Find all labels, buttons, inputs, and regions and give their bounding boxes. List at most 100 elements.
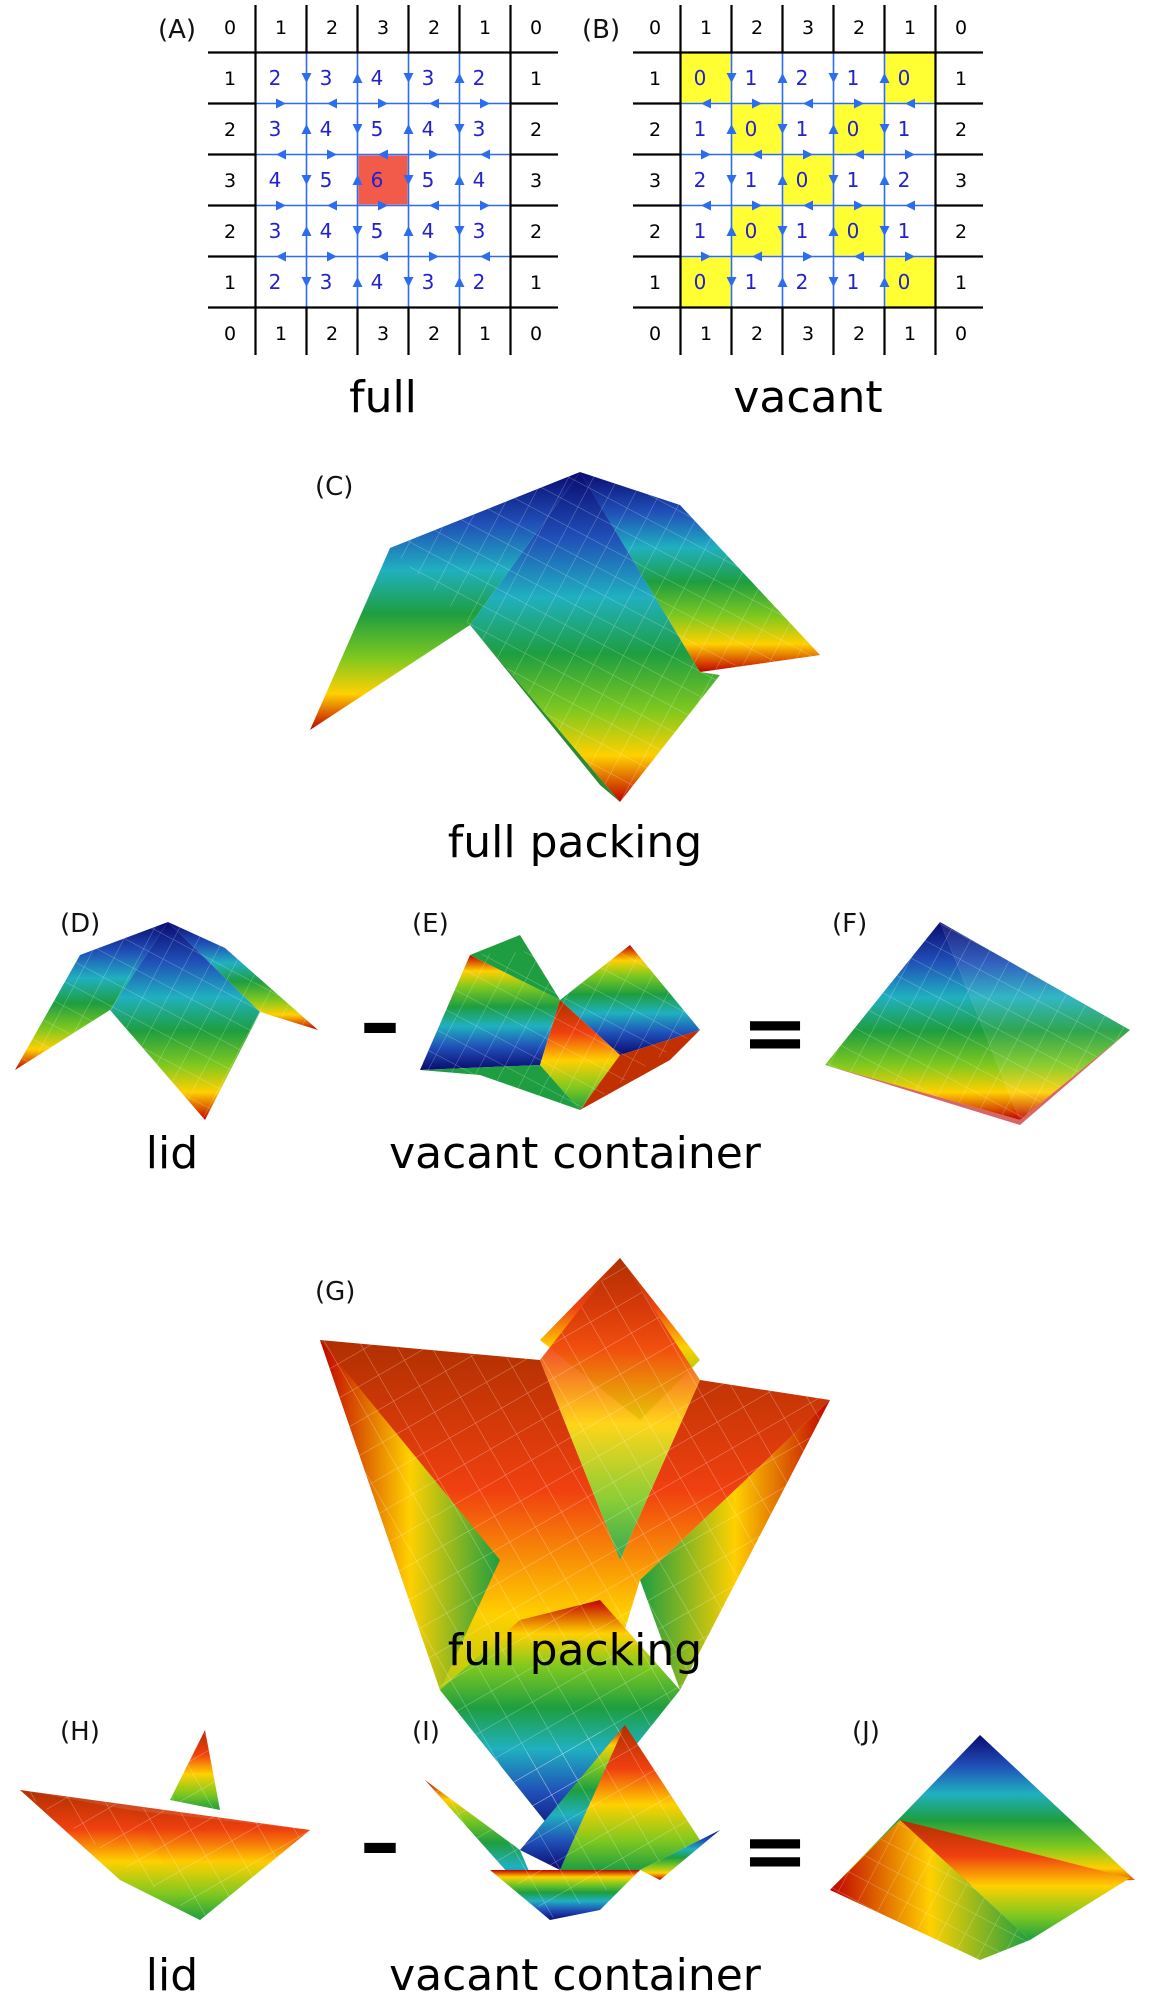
surface-lid-d xyxy=(15,922,318,1120)
lattice-arrow xyxy=(752,200,762,211)
height-number: 1 xyxy=(796,219,809,243)
lattice-arrow xyxy=(879,124,890,134)
lattice-arrow xyxy=(854,251,864,262)
height-number: 0 xyxy=(530,17,542,39)
height-number: 3 xyxy=(269,219,282,243)
lattice-arrow xyxy=(905,149,915,160)
lattice-arrow xyxy=(301,277,312,287)
height-number: 3 xyxy=(377,323,389,345)
highlight-cell xyxy=(358,155,408,205)
height-number: 0 xyxy=(898,66,911,90)
lattice-arrow xyxy=(276,200,286,211)
height-number: 1 xyxy=(745,66,758,90)
height-number: 4 xyxy=(473,168,486,192)
height-number: 2 xyxy=(530,221,542,243)
lattice-arrow xyxy=(352,277,363,287)
height-number: 1 xyxy=(479,17,491,39)
height-number: 3 xyxy=(422,66,435,90)
height-number: 5 xyxy=(371,117,384,141)
height-number: 2 xyxy=(428,323,440,345)
minus-operator-top: – xyxy=(360,976,400,1069)
lattice-arrow xyxy=(701,149,711,160)
height-number: 0 xyxy=(955,17,967,39)
height-number: 1 xyxy=(275,323,287,345)
lattice-arrow xyxy=(828,277,839,287)
lattice-arrow xyxy=(752,98,762,109)
height-number: 4 xyxy=(371,66,384,90)
lattice-arrow xyxy=(327,98,337,109)
panel-label-d: (D) xyxy=(60,909,100,939)
pyramid-result-j xyxy=(830,1735,1135,1960)
height-number: 4 xyxy=(269,168,282,192)
lattice-arrow xyxy=(726,124,737,134)
height-number: 2 xyxy=(694,168,707,192)
lattice-arrow xyxy=(777,175,788,185)
lattice-arrow xyxy=(752,251,762,262)
lattice-arrow xyxy=(378,98,388,109)
lattice-arrow xyxy=(327,251,337,262)
surface-vacant-container-e xyxy=(420,935,700,1110)
lattice-arrow xyxy=(777,226,788,236)
lattice-arrow xyxy=(352,124,363,134)
height-number: 1 xyxy=(904,323,916,345)
height-number: 2 xyxy=(649,221,661,243)
caption-lid-h: lid xyxy=(146,1950,198,2001)
height-number: 1 xyxy=(847,168,860,192)
height-number: 2 xyxy=(853,17,865,39)
height-number: 1 xyxy=(796,117,809,141)
height-number: 5 xyxy=(422,168,435,192)
lattice-arrow xyxy=(726,226,737,236)
highlight-cell xyxy=(834,206,884,256)
lattice-arrow xyxy=(879,277,890,287)
lattice-arrow xyxy=(854,200,864,211)
height-number: 3 xyxy=(473,219,486,243)
lattice-arrow xyxy=(403,175,414,185)
lattice-arrow xyxy=(480,149,490,160)
panel-label-h: (H) xyxy=(60,1717,100,1747)
lattice-arrow xyxy=(327,149,337,160)
height-number: 4 xyxy=(371,270,384,294)
height-number: 1 xyxy=(224,272,236,294)
height-number: 2 xyxy=(473,270,486,294)
highlight-cell xyxy=(885,53,935,103)
height-number: 3 xyxy=(377,17,389,39)
height-number: 2 xyxy=(269,66,282,90)
height-number: 4 xyxy=(320,219,333,243)
lattice-arrow xyxy=(378,200,388,211)
lattice-arrow xyxy=(378,251,388,262)
height-number: 2 xyxy=(428,17,440,39)
lattice-arrow xyxy=(726,175,737,185)
height-number: 0 xyxy=(530,323,542,345)
height-number: 1 xyxy=(694,219,707,243)
lattice-arrow xyxy=(454,175,465,185)
height-number: 2 xyxy=(269,270,282,294)
lattice-arrow xyxy=(403,226,414,236)
panel-label-b: (B) xyxy=(582,15,620,45)
lattice-arrow xyxy=(352,175,363,185)
lattice-arrow xyxy=(879,175,890,185)
height-number: 2 xyxy=(796,66,809,90)
lattice-arrow xyxy=(301,175,312,185)
height-number: 0 xyxy=(745,219,758,243)
height-number: 1 xyxy=(700,323,712,345)
caption-full-packing-c: full packing xyxy=(448,817,702,868)
highlight-cell xyxy=(681,53,731,103)
height-number: 3 xyxy=(955,170,967,192)
pyramid-result-f xyxy=(825,922,1130,1125)
height-number: 2 xyxy=(751,17,763,39)
height-number: 1 xyxy=(224,68,236,90)
caption-full-packing-g: full packing xyxy=(448,1625,702,1676)
lattice-arrow xyxy=(352,226,363,236)
lattice-arrow xyxy=(301,73,312,83)
lattice-arrow xyxy=(378,149,388,160)
minus-operator-bottom: – xyxy=(360,1796,400,1889)
lattice-arrow xyxy=(276,251,286,262)
height-number: 1 xyxy=(745,270,758,294)
lattice-arrow xyxy=(828,124,839,134)
height-number: 2 xyxy=(955,221,967,243)
height-number: 2 xyxy=(224,221,236,243)
height-number: 1 xyxy=(847,270,860,294)
height-number: 0 xyxy=(796,168,809,192)
height-number: 1 xyxy=(694,117,707,141)
